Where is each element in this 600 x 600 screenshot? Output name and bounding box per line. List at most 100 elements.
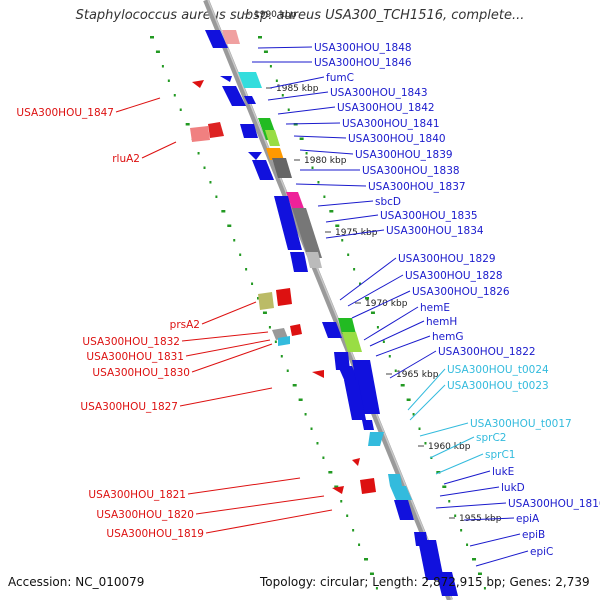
gene-label: USA300HOU_1831 (86, 351, 184, 363)
leader-line (419, 422, 469, 437)
feature-epiC (436, 572, 458, 596)
feature-fumC (238, 72, 262, 88)
gc-dot (364, 558, 369, 561)
tick-label: 1975 kbp (335, 228, 378, 238)
gc-dot (239, 253, 242, 256)
feature-hemH (334, 352, 350, 370)
leader-line (185, 339, 271, 357)
gc-dot (215, 195, 218, 198)
tick-label: 1980 kbp (304, 156, 347, 166)
gc-dot (341, 239, 344, 242)
leader-line (317, 200, 374, 207)
gc-dot (233, 239, 236, 242)
gc-dot (275, 79, 278, 82)
leader-line (435, 453, 484, 475)
feature-1838 (272, 158, 292, 178)
gc-dot (382, 340, 385, 343)
leader-line (181, 331, 269, 342)
gene-label: USA300HOU_1847 (16, 107, 114, 119)
gene-label: hemE (420, 302, 450, 314)
feature-1822b (344, 380, 366, 420)
gc-dot (394, 369, 397, 372)
gc-dot (376, 326, 379, 329)
gc-dot (329, 210, 334, 213)
gc-track-left (150, 36, 378, 590)
feature-1841b (265, 130, 280, 146)
gene-label: USA300HOU_1829 (398, 253, 496, 265)
gene-label: rluA2 (112, 153, 140, 165)
gene-label: USA300HOU_1834 (386, 225, 484, 237)
topology-text: Topology: circular; Length: 2,872,915 bp… (260, 575, 590, 589)
gc-dot (268, 326, 271, 329)
leader-line (463, 517, 515, 521)
feature-1819 (332, 486, 344, 494)
gc-dot (245, 268, 248, 271)
feature-1827 (312, 370, 324, 378)
feature-1848 (205, 30, 228, 48)
gene-label: USA300HOU_1822 (438, 346, 536, 358)
gc-dot (161, 65, 164, 68)
gene-label: prsA2 (170, 319, 200, 331)
left-gene-labels: USA300HOU_1847 rluA2 prsA2USA300HOU_1832US… (16, 107, 204, 540)
gene-label: USA300HOU_1839 (355, 149, 453, 161)
feature-hemG (338, 366, 360, 384)
gc-dot (370, 311, 375, 314)
gene-label: USA300HOU_1832 (82, 336, 180, 348)
feature-1822 (352, 360, 380, 414)
leader-line (191, 343, 273, 373)
leader-line (429, 436, 475, 459)
gene-label: epiA (516, 513, 540, 525)
gc-dot (466, 543, 469, 546)
gene-label: USA300HOU_t0024 (447, 364, 549, 376)
gene-label: USA300HOU_1820 (96, 509, 194, 521)
gc-dot (375, 587, 378, 590)
map-title: Staphylococcus aureus subsp. aureus USA3… (75, 8, 525, 23)
tick-label: 1970 kbp (365, 299, 408, 309)
gc-dot (436, 471, 441, 474)
leader-line (257, 46, 313, 49)
gc-dot (269, 65, 272, 68)
leader-line (469, 533, 521, 547)
feature-rluA2b (208, 122, 224, 138)
gc-dot (304, 413, 307, 416)
feature-lukD (390, 486, 412, 500)
gene-label: lukD (501, 482, 525, 494)
tick-label: 1985 kbp (276, 84, 319, 94)
feature-1830 (278, 336, 290, 346)
leader-line (277, 106, 336, 115)
gc-dot (347, 253, 350, 256)
leader-line (325, 214, 379, 223)
gc-dot (221, 210, 226, 213)
gc-dot (472, 558, 477, 561)
gene-label: USA300HOU_1842 (337, 102, 435, 114)
gc-dot (353, 268, 356, 271)
gc-dot (316, 442, 319, 445)
gc-dot (454, 514, 457, 517)
gc-dot (155, 50, 160, 53)
feature-prsA2 (258, 292, 274, 310)
gene-label: sbcD (375, 196, 401, 208)
gc-dot (334, 485, 339, 488)
feature-hemE (342, 332, 362, 352)
gc-dot (299, 137, 304, 140)
gc-dot (352, 529, 355, 532)
feature-1835 (274, 196, 302, 250)
leader-line (409, 384, 446, 421)
gc-dot (167, 79, 170, 82)
accession-text: Accession: NC_010079 (8, 575, 145, 589)
gc-dot (262, 311, 267, 314)
leader-line (141, 141, 177, 159)
feature-1821 (352, 458, 360, 466)
gene-label: epiB (522, 529, 545, 541)
feature-1847 (192, 80, 204, 88)
gene-label: USA300HOU_1827 (80, 401, 178, 413)
gc-dot (406, 398, 411, 401)
gene-label: USA300HOU_t0023 (447, 380, 549, 392)
leader-line (443, 470, 491, 485)
leader-line (299, 149, 354, 155)
leader-line (407, 368, 446, 411)
feature-1829 (290, 252, 308, 272)
leader-line (195, 495, 325, 515)
leader-line (115, 97, 161, 113)
